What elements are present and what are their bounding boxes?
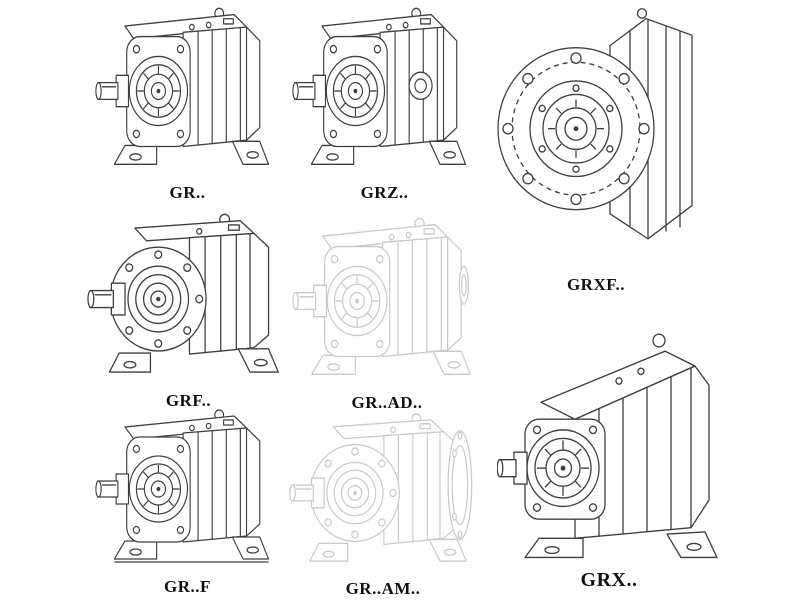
gearbox-grx-drawing (497, 298, 721, 566)
figure-gr-f: GR..F (95, 404, 280, 597)
gearbox-gr-f-drawing (95, 404, 280, 563)
gearbox-grf-drawing (86, 208, 291, 388)
figure-label-grx: GRX.. (580, 569, 638, 591)
gearbox-grz-drawing (292, 2, 477, 180)
figure-label-grad: GR..AD.. (351, 393, 423, 412)
gearbox-grad-drawing (292, 212, 482, 390)
figure-grz: GRZ.. (292, 2, 477, 203)
gearbox-gr-drawing (95, 2, 280, 180)
figure-gram: GR..AM.. (288, 408, 478, 599)
figure-label-grz: GRZ.. (360, 183, 409, 202)
figure-label-grxf: GRXF.. (566, 275, 626, 294)
figure-grxf: GRXF.. (490, 2, 702, 295)
figure-gr: GR.. (95, 2, 280, 203)
gearbox-grxf-drawing (490, 2, 702, 272)
figure-grx: GRX.. (497, 298, 721, 592)
figure-label-grf: GRF.. (165, 391, 212, 410)
figure-label-gr-f: GR..F (164, 577, 211, 596)
figure-grad: GR..AD.. (292, 212, 482, 413)
figure-label-gr: GR.. (169, 183, 206, 202)
gearbox-gram-drawing (288, 408, 473, 576)
figure-grf: GRF.. (86, 208, 291, 411)
figure-label-gram: GR..AM.. (345, 579, 421, 598)
